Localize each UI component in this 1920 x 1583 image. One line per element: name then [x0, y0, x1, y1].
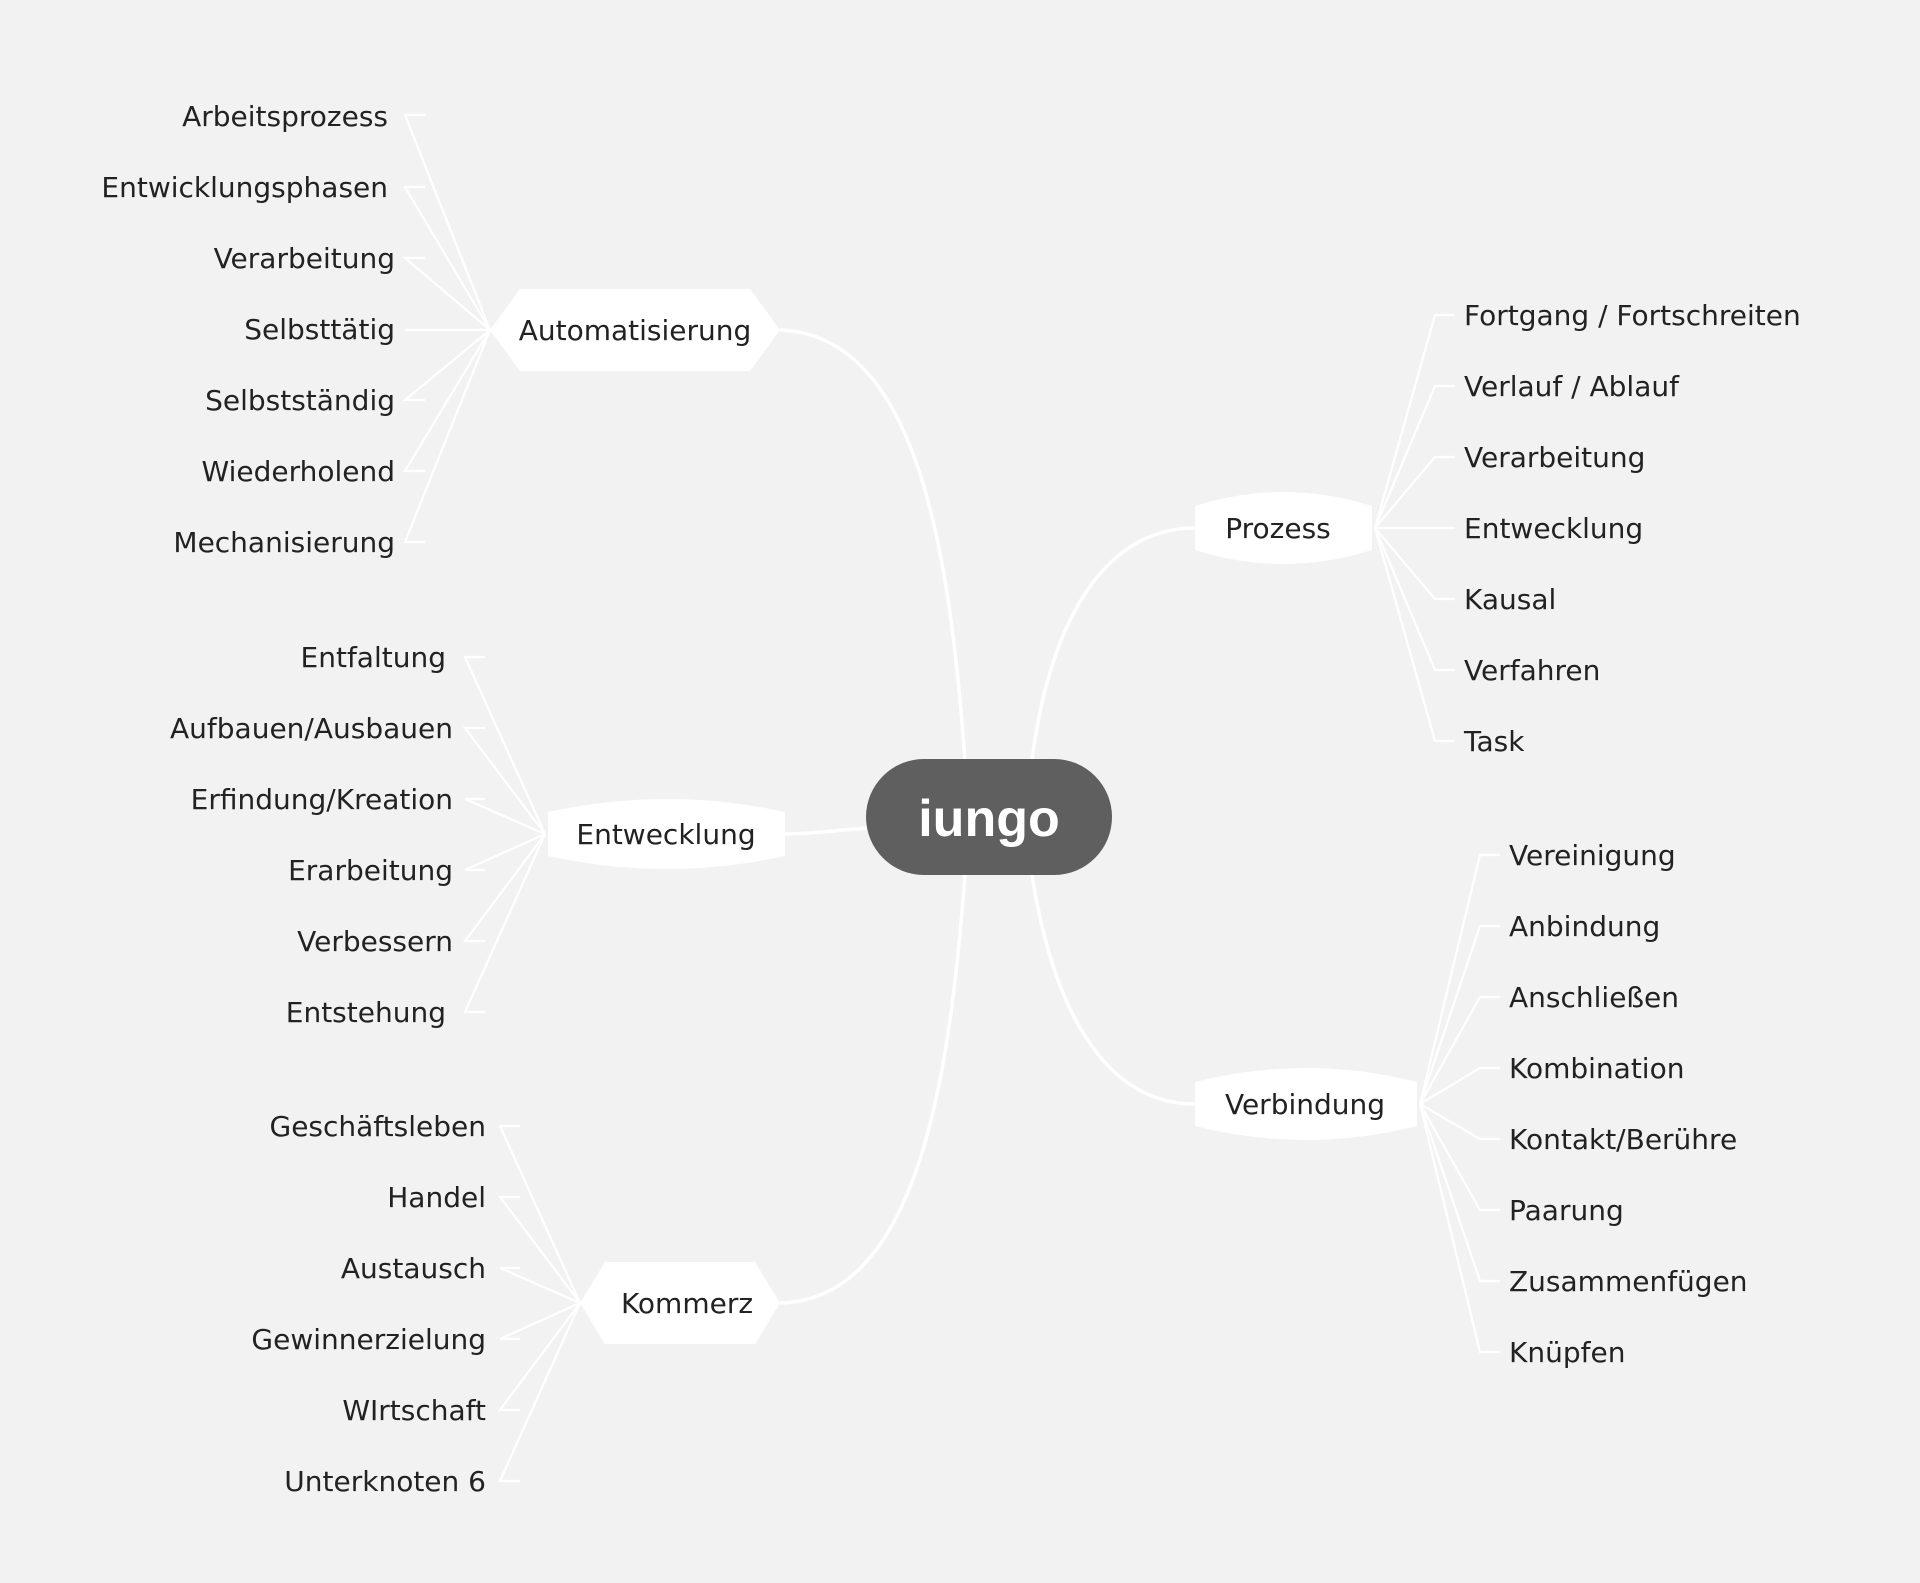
- connector-automatisierung: [779, 328, 967, 761]
- leaf-item[interactable]: Kombination: [1509, 1052, 1684, 1085]
- leaf-item[interactable]: Entwicklungsphasen: [101, 171, 388, 204]
- leaf-item[interactable]: Gewinnerzielung: [251, 1323, 486, 1356]
- leaf-item[interactable]: Aufbauen/Ausbauen: [170, 712, 453, 745]
- leaf-item[interactable]: Selbsttätig: [244, 313, 395, 346]
- leaf-item[interactable]: Kausal: [1464, 583, 1556, 616]
- leaf-item[interactable]: Mechanisierung: [173, 526, 395, 559]
- leaf-item[interactable]: Knüpfen: [1509, 1336, 1625, 1369]
- node-verbindung-label: Verbindung: [1225, 1088, 1385, 1121]
- braces-kommerz: [497, 1124, 582, 1483]
- leaf-item[interactable]: Austausch: [341, 1252, 486, 1285]
- node-entwecklung-label: Entwecklung: [576, 818, 755, 851]
- leaf-item[interactable]: Entwecklung: [1464, 512, 1643, 545]
- leaf-item[interactable]: Verarbeitung: [1464, 441, 1645, 474]
- leaf-item[interactable]: Anbindung: [1509, 910, 1660, 943]
- leaf-item[interactable]: Vereinigung: [1509, 839, 1676, 872]
- leaf-item[interactable]: Kontakt/Berühre: [1509, 1123, 1737, 1156]
- node-prozess[interactable]: Prozess: [1195, 492, 1372, 564]
- leaves-kommerz: Geschäftsleben Handel Austausch Gewinner…: [251, 1110, 486, 1498]
- leaf-item[interactable]: Unterknoten 6: [284, 1465, 486, 1498]
- leaf-item[interactable]: Geschäftsleben: [270, 1110, 487, 1143]
- leaves-entwecklung: Entfaltung Aufbauen/Ausbauen Erfindung/K…: [170, 641, 453, 1029]
- node-root[interactable]: iungo: [866, 759, 1112, 875]
- leaf-item[interactable]: Arbeitsprozess: [182, 100, 388, 133]
- leaf-item[interactable]: Verarbeitung: [214, 242, 395, 275]
- leaf-item[interactable]: Fortgang / Fortschreiten: [1464, 299, 1801, 332]
- braces-prozess: [1373, 313, 1455, 743]
- leaves-prozess: Fortgang / Fortschreiten Verlauf / Ablau…: [1463, 299, 1801, 758]
- leaf-item[interactable]: Erfindung/Kreation: [191, 783, 453, 816]
- braces-verbindung: [1418, 853, 1500, 1354]
- leaf-item[interactable]: Erarbeitung: [288, 854, 453, 887]
- leaf-item[interactable]: Anschließen: [1509, 981, 1679, 1014]
- node-kommerz-label: Kommerz: [621, 1287, 753, 1320]
- node-kommerz[interactable]: Kommerz: [580, 1262, 780, 1344]
- connector-kommerz: [779, 874, 967, 1305]
- leaf-item[interactable]: Verlauf / Ablauf: [1464, 370, 1680, 403]
- leaf-item[interactable]: Handel: [387, 1181, 486, 1214]
- node-root-label: iungo: [918, 790, 1060, 848]
- node-entwecklung[interactable]: Entwecklung: [548, 799, 785, 869]
- leaves-verbindung: Vereinigung Anbindung Anschließen Kombin…: [1509, 839, 1748, 1369]
- leaf-item[interactable]: Zusammenfügen: [1509, 1265, 1748, 1298]
- connector-prozess: [1030, 526, 1196, 761]
- leaves-automatisierung: Arbeitsprozess Entwicklungsphasen Verarb…: [101, 100, 395, 559]
- node-verbindung[interactable]: Verbindung: [1195, 1068, 1417, 1140]
- leaf-item[interactable]: Verbessern: [297, 925, 453, 958]
- leaf-item[interactable]: Selbstständig: [205, 384, 395, 417]
- braces-entwecklung: [462, 655, 547, 1014]
- node-prozess-label: Prozess: [1225, 512, 1331, 545]
- leaf-item[interactable]: WIrtschaft: [342, 1394, 486, 1427]
- leaf-item[interactable]: Entstehung: [286, 996, 446, 1029]
- connector-verbindung: [1030, 874, 1196, 1106]
- leaf-item[interactable]: Task: [1463, 725, 1525, 758]
- leaf-item[interactable]: Wiederholend: [202, 455, 396, 488]
- leaf-item[interactable]: Verfahren: [1464, 654, 1600, 687]
- node-automatisierung-label: Automatisierung: [519, 314, 752, 347]
- braces-automatisierung: [401, 113, 492, 544]
- leaf-item[interactable]: Entfaltung: [301, 641, 446, 674]
- connector-entwecklung: [784, 826, 869, 836]
- leaf-item[interactable]: Paarung: [1509, 1194, 1624, 1227]
- node-automatisierung[interactable]: Automatisierung: [490, 289, 780, 371]
